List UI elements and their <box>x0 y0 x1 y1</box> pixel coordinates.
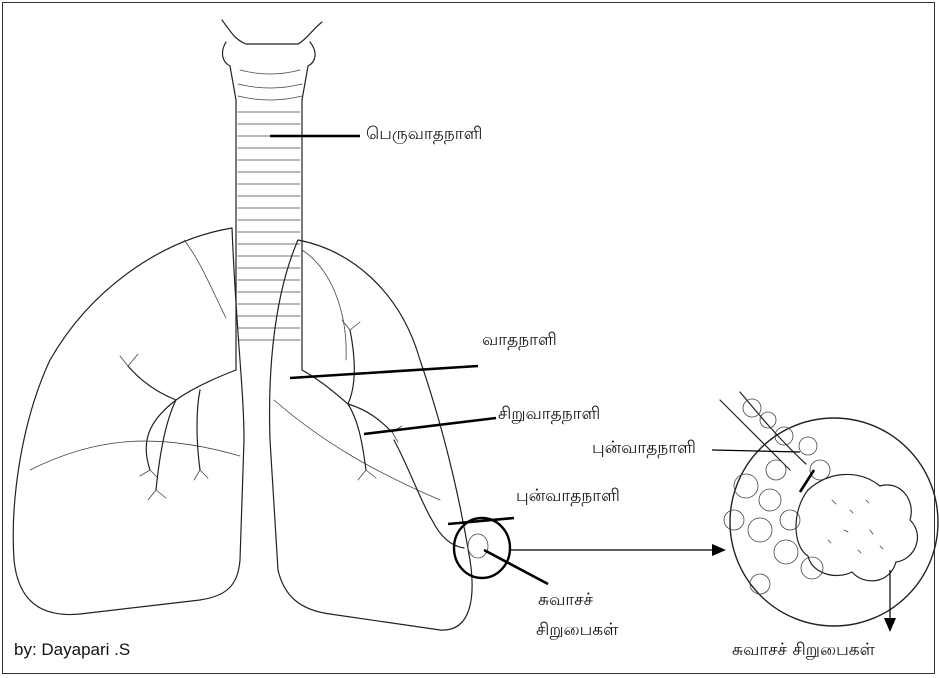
bronchus-leader <box>290 366 478 378</box>
inset-alveoli-label: சுவாசச் சிறுபைகள் <box>732 640 875 660</box>
alveoli-inset <box>720 392 938 626</box>
lung-right-side <box>270 240 473 630</box>
inset-bronchiole-label: புன்வாதநாளி <box>592 438 696 458</box>
bronchus-label: வாதநாளி <box>482 330 557 350</box>
alveoli-leader <box>484 550 548 584</box>
inset-alveoli-arrow-head <box>884 618 896 632</box>
trachea-label: பெருவாதநாளி <box>366 124 482 144</box>
alveoli-label-line2: சிறுபைகள் <box>536 620 618 640</box>
inset-bronchiole-leader <box>712 450 800 452</box>
larynx <box>222 20 322 100</box>
bronchiole-label: புன்வாதநாளி <box>516 486 620 506</box>
secondary-bronchus-label: சிறுவாதநாளி <box>498 404 600 424</box>
author-credit: by: Dayapari .S <box>14 640 130 660</box>
trachea <box>236 100 302 370</box>
zoom-arrow-head <box>712 544 726 556</box>
lung-left-side <box>13 228 244 615</box>
alveoli-label-line1: சுவாசச் <box>538 590 593 610</box>
secondary-bronchus-leader <box>364 418 496 434</box>
